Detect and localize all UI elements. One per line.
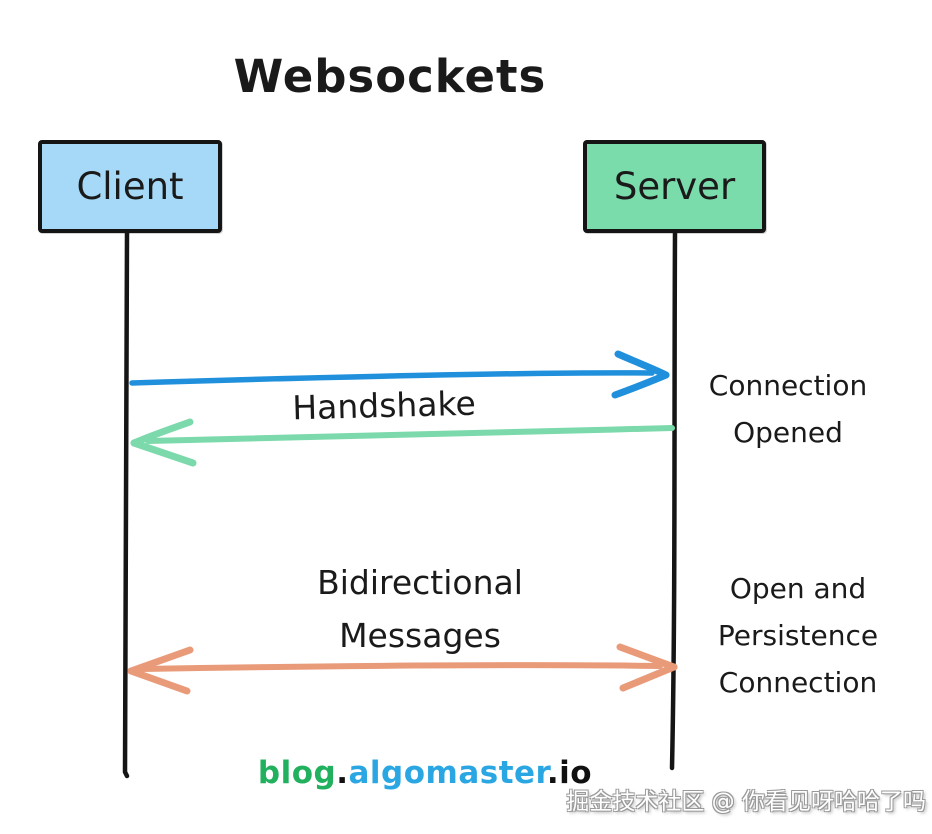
connection-opened-line-2: Opened	[733, 416, 843, 449]
persistent-line-3: Connection	[718, 666, 878, 699]
bidirectional-line-2: Messages	[339, 616, 501, 655]
bidirectional-label: Bidirectional Messages	[260, 556, 580, 662]
connection-opened-line-1: Connection	[708, 369, 868, 402]
handshake-response-arrow	[130, 418, 675, 467]
brand-blog: blog	[257, 755, 337, 791]
persistent-line-1: Open and	[729, 572, 867, 605]
client-lifeline	[122, 230, 130, 779]
persistent-line-2: Persistence	[717, 619, 879, 652]
bidirectional-line-1: Bidirectional	[317, 563, 523, 602]
brand-dot: .	[336, 755, 349, 791]
brand-algomaster: algomaster	[348, 755, 547, 791]
server-node-label: Server	[613, 165, 736, 208]
persistent-connection-note: Open and Persistence Connection	[693, 565, 903, 706]
connection-opened-note: Connection Opened	[693, 362, 883, 456]
server-lifeline	[669, 230, 678, 771]
handshake-label: Handshake	[291, 383, 477, 428]
server-node: Server	[583, 140, 766, 233]
brand-io: .io	[546, 755, 593, 791]
watermark-text: 掘金技术社区 @ 你看见呀哈哈了吗	[566, 789, 926, 815]
client-node: Client	[38, 140, 222, 233]
footer-brand: blog.algomaster.io	[205, 755, 645, 791]
diagram-title: Websockets	[233, 50, 547, 103]
client-node-label: Client	[76, 165, 184, 208]
